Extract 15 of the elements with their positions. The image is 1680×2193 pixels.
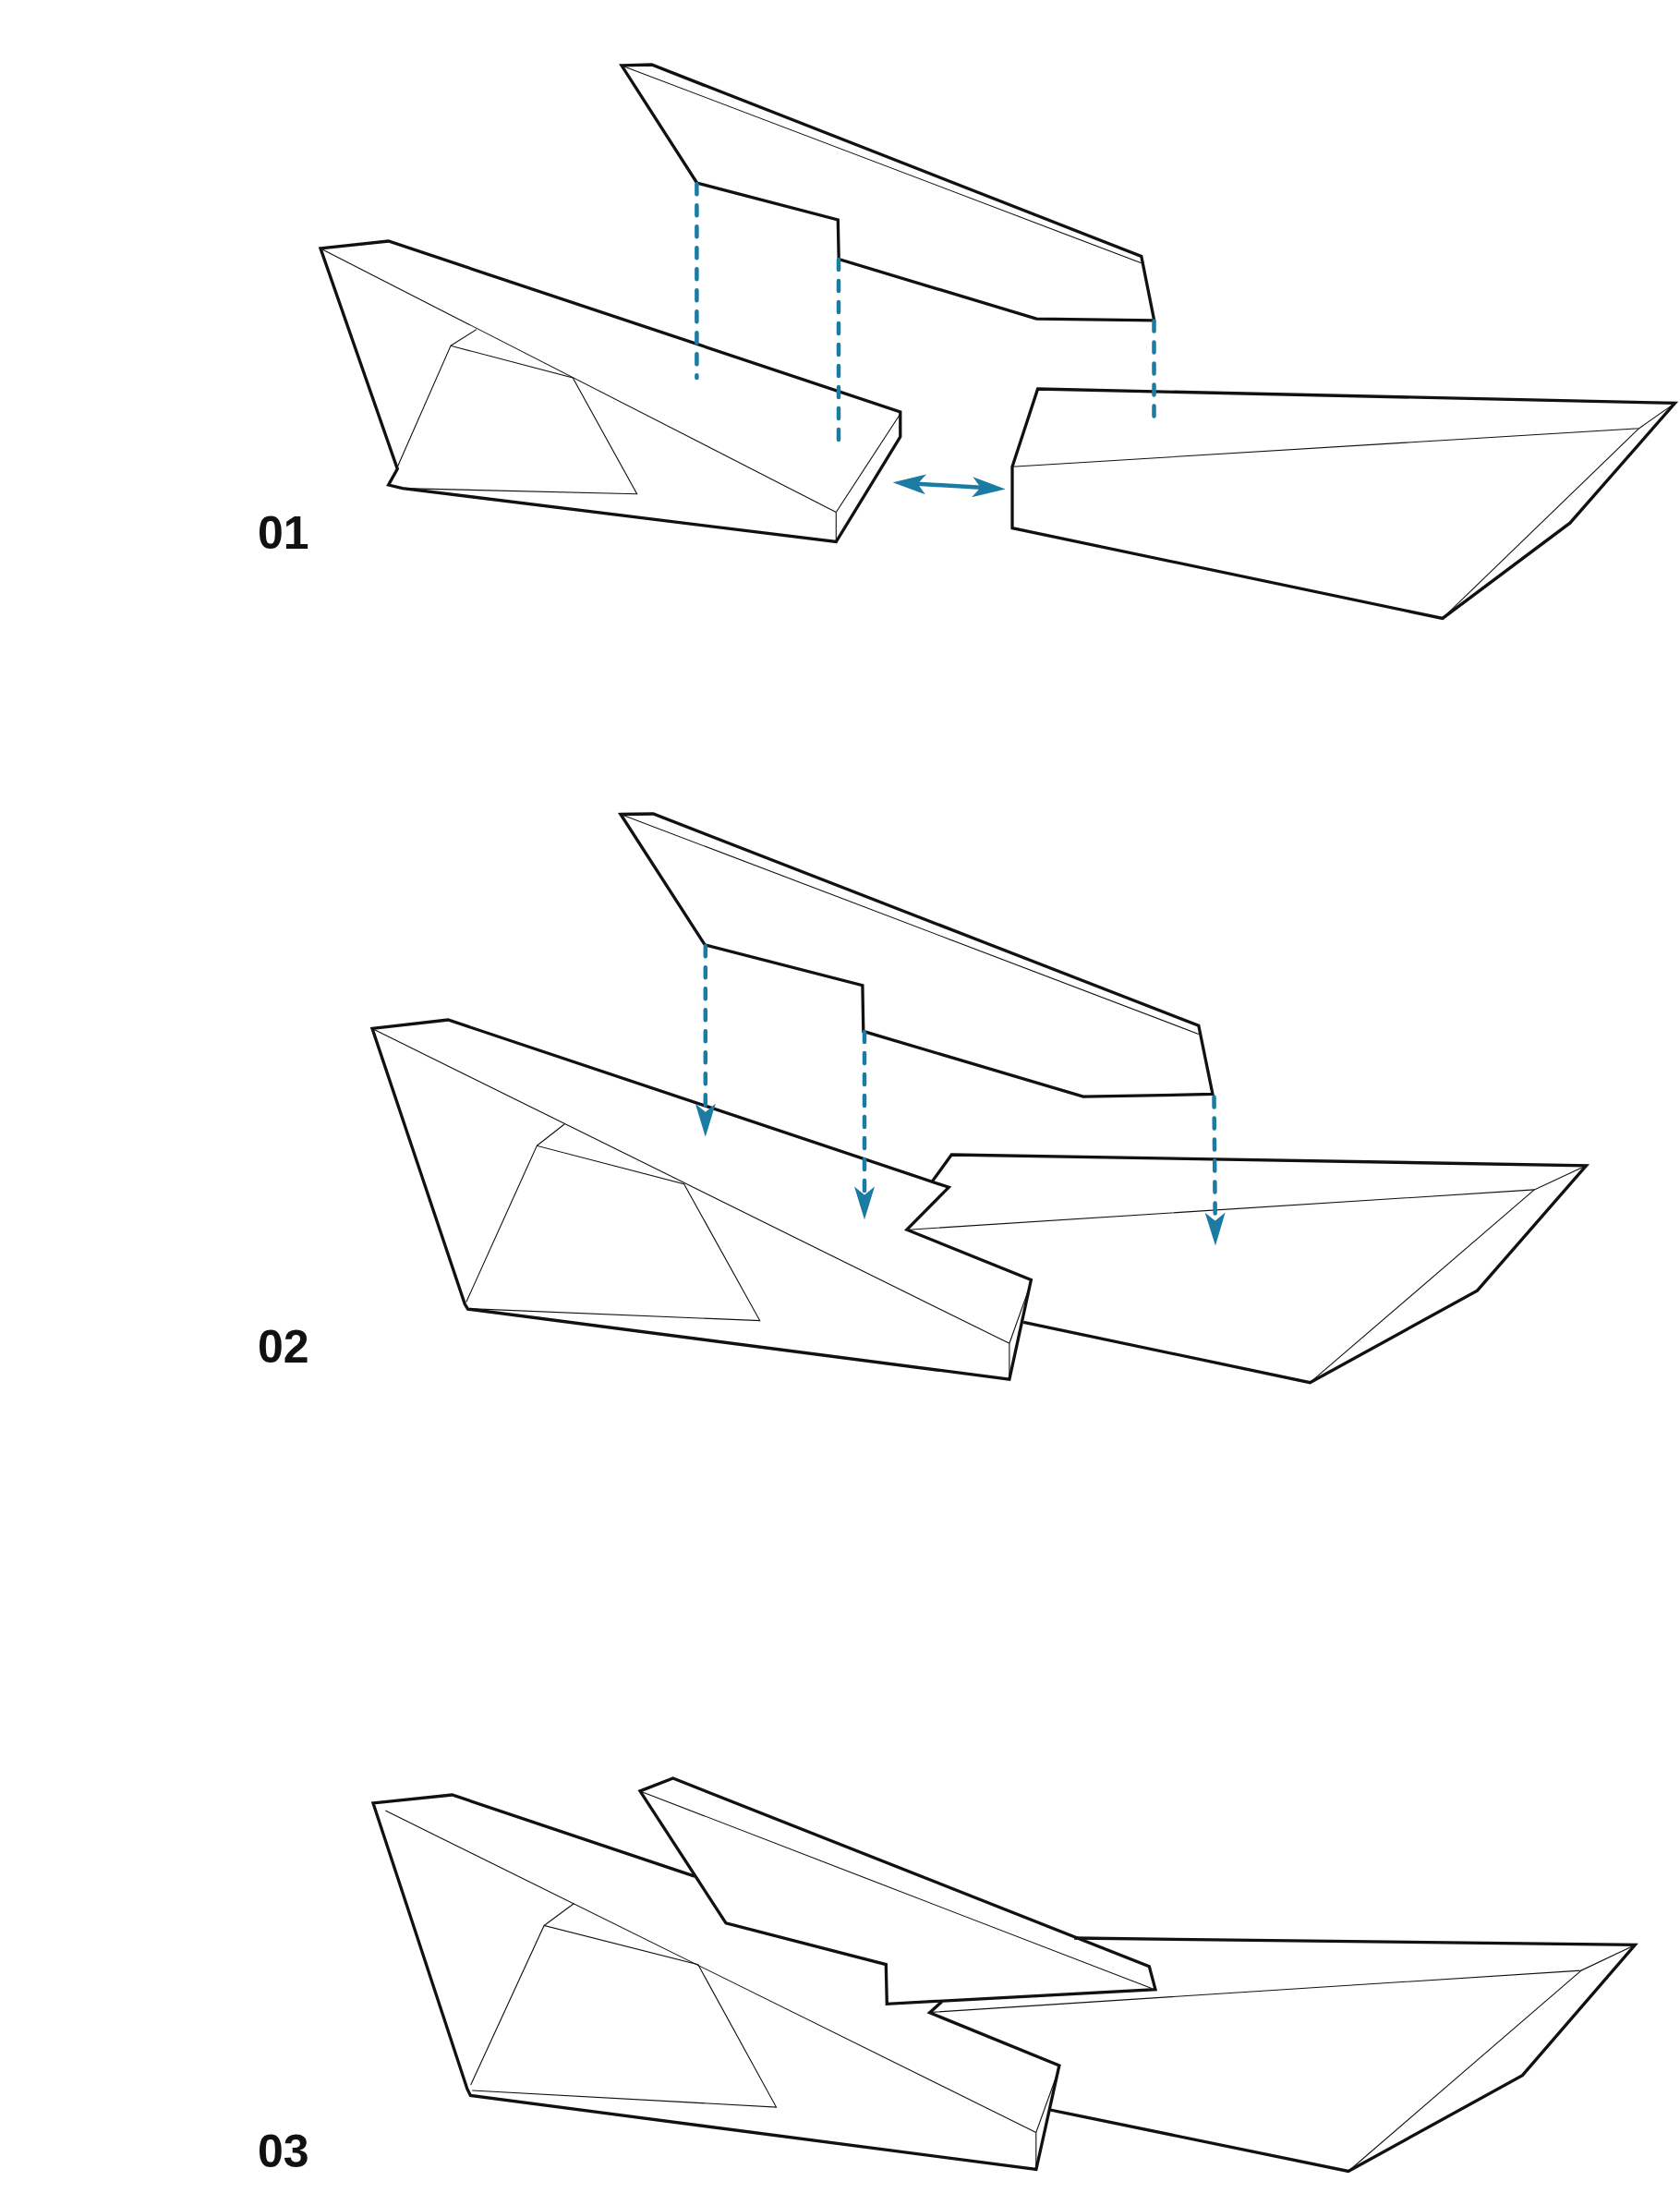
building-mass (617, 809, 1217, 1101)
building-mass (369, 1016, 1035, 1384)
stage-number: 01 (258, 510, 309, 556)
building-mass (635, 1774, 1159, 2008)
building-mass (369, 1790, 1063, 2174)
dashed-line (836, 257, 841, 444)
dashed-arrow (695, 944, 716, 1137)
building-mass (617, 60, 1158, 324)
dashed-arrow (1204, 1095, 1226, 1246)
stage-number: 03 (258, 2128, 309, 2175)
double-headed-arrow (892, 474, 1006, 498)
dashed-line (695, 181, 699, 381)
stage-number: 02 (258, 1324, 309, 1370)
building-mass (1008, 385, 1679, 623)
dashed-arrow (854, 1029, 875, 1220)
